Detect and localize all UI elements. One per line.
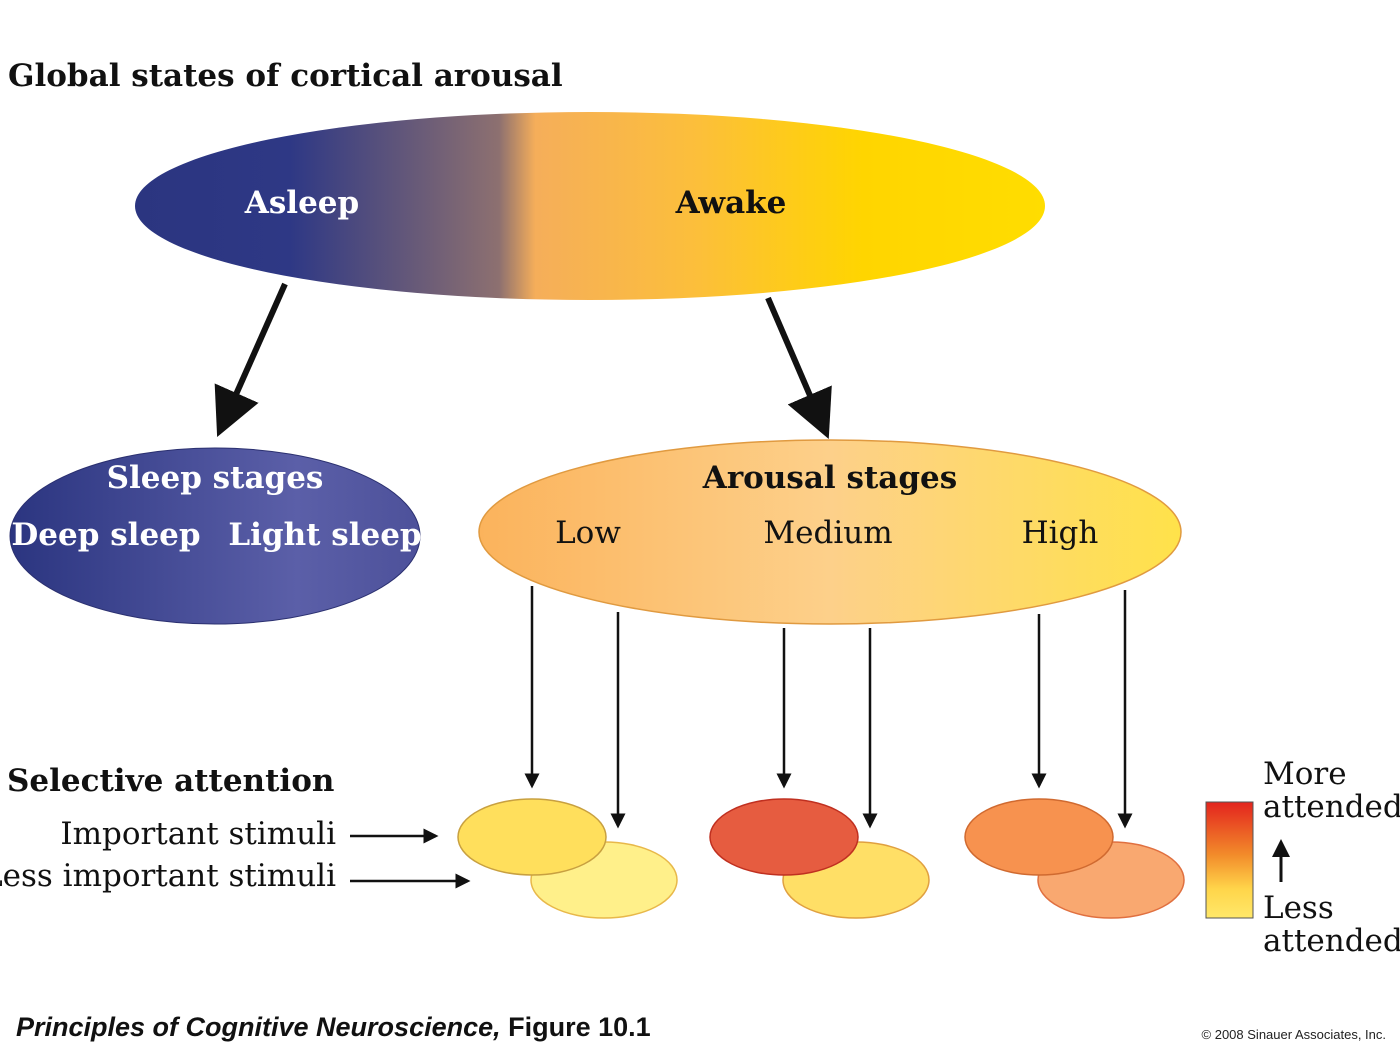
selective-attention-title: Selective attention bbox=[7, 763, 334, 799]
legend-less-attended-label: attended bbox=[1263, 923, 1400, 959]
sleep-stages-title: Sleep stages bbox=[107, 460, 324, 496]
low-important-ellipse bbox=[457, 798, 607, 876]
arousal-stages-ellipse bbox=[478, 439, 1182, 625]
low-label: Low bbox=[555, 515, 621, 551]
legend-more-label: More bbox=[1263, 756, 1347, 792]
arousal-stages-title: Arousal stages bbox=[702, 460, 957, 496]
asleep-to-sleep-arrow bbox=[214, 282, 288, 437]
figure-number: Figure 10.1 bbox=[500, 1012, 651, 1042]
deep-sleep-label: Deep sleep bbox=[11, 517, 200, 553]
awake-to-arousal-arrow bbox=[765, 296, 832, 440]
legend-less-label: Less bbox=[1263, 890, 1334, 926]
diagram-title: Global states of cortical arousal bbox=[8, 58, 563, 94]
high-important-ellipse bbox=[964, 798, 1114, 876]
book-title: Principles of Cognitive Neuroscience, bbox=[16, 1012, 501, 1042]
asleep-label: Asleep bbox=[244, 185, 359, 221]
less-important-stimuli-label: Less important stimuli bbox=[0, 858, 336, 894]
global-states-ellipse bbox=[135, 112, 1045, 300]
important-stimuli-label: Important stimuli bbox=[60, 816, 336, 852]
figure-caption: Principles of Cognitive Neuroscience, Fi… bbox=[16, 1012, 651, 1043]
awake-label: Awake bbox=[675, 185, 787, 221]
attention-color-scale bbox=[1205, 801, 1254, 919]
legend-more-attended-label: attended bbox=[1263, 789, 1400, 825]
copyright-notice: © 2008 Sinauer Associates, Inc. bbox=[1201, 1027, 1386, 1042]
medium-label: Medium bbox=[763, 515, 892, 551]
medium-important-ellipse bbox=[709, 798, 859, 876]
light-sleep-label: Light sleep bbox=[228, 517, 421, 553]
high-label: High bbox=[1022, 515, 1099, 551]
sleep-stages-ellipse bbox=[9, 447, 421, 625]
